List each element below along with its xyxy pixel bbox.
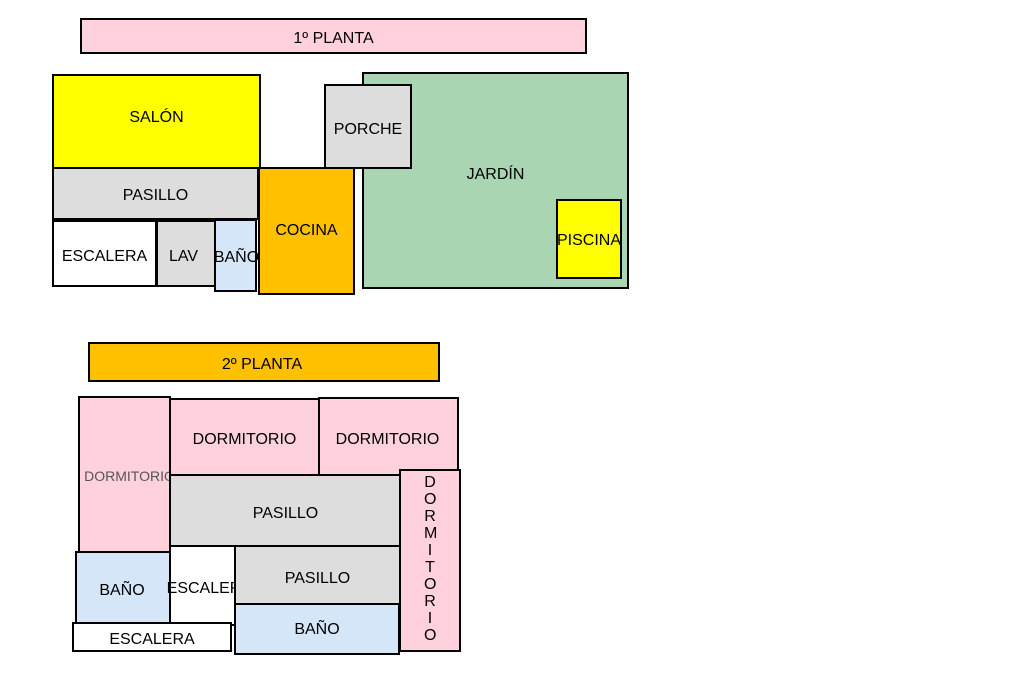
room-bano-bottom: BAÑO bbox=[234, 603, 400, 655]
room-escalera-bottom-label: ESCALERA bbox=[109, 630, 195, 648]
room-salon: SALÓN bbox=[52, 74, 261, 169]
room-dormitorio-vertical-label: DORMITORIO bbox=[424, 474, 438, 644]
room-dormitorio-left: DORMITORIO bbox=[78, 396, 175, 554]
room-lav: LAV bbox=[156, 220, 217, 287]
floor2-banner-label: 2º PLANTA bbox=[221, 356, 303, 373]
room-piscina: PISCINA bbox=[556, 199, 622, 279]
room-escalera-floor1-label: ESCALERA bbox=[61, 248, 148, 265]
room-pasillo-lower-label: PASILLO bbox=[284, 569, 351, 587]
room-piscina-label: PISCINA bbox=[557, 232, 622, 249]
floor1-banner: 1º PLANTA bbox=[80, 18, 587, 54]
room-dormitorio-top-right: DORMITORIO bbox=[318, 397, 459, 476]
room-jardin-label: JARDÍN bbox=[466, 166, 525, 183]
room-dormitorio-top-mid-label: DORMITORIO bbox=[192, 430, 297, 448]
room-cocina-label: COCINA bbox=[275, 222, 338, 239]
room-pasillo-lower: PASILLO bbox=[234, 545, 401, 607]
room-bano-bottom-label: BAÑO bbox=[294, 621, 340, 638]
room-dormitorio-vertical: DORMITORIO bbox=[399, 469, 461, 652]
room-dormitorio-left-label: DORMITORIO bbox=[84, 468, 175, 484]
room-pasillo: PASILLO bbox=[52, 167, 259, 220]
room-porche: PORCHE bbox=[324, 84, 412, 169]
room-escalera-floor1: ESCALERA bbox=[52, 220, 157, 287]
floor2-banner: 2º PLANTA bbox=[88, 342, 440, 382]
floor1-banner-label: 1º PLANTA bbox=[293, 30, 374, 47]
room-dormitorio-top-mid: DORMITORIO bbox=[169, 398, 320, 476]
room-bano-floor1-label: BAÑO bbox=[213, 248, 260, 266]
room-bano-left: BAÑO bbox=[75, 551, 171, 626]
room-lav-label: LAV bbox=[168, 248, 199, 265]
room-escalera-mid-label: ESCALER bbox=[166, 579, 242, 597]
room-dormitorio-top-right-label: DORMITORIO bbox=[335, 431, 440, 448]
room-escalera-bottom: ESCALERA bbox=[72, 622, 232, 652]
room-salon-label: SALÓN bbox=[129, 108, 184, 126]
room-pasillo-main: PASILLO bbox=[169, 474, 402, 548]
room-pasillo-main-label: PASILLO bbox=[252, 505, 319, 522]
room-escalera-mid: ESCALER bbox=[167, 545, 241, 626]
room-porche-label: PORCHE bbox=[333, 120, 403, 138]
room-bano-left-label: BAÑO bbox=[99, 581, 145, 599]
room-cocina: COCINA bbox=[258, 167, 355, 295]
room-pasillo-label: PASILLO bbox=[122, 186, 189, 204]
room-bano-floor1: BAÑO bbox=[213, 219, 260, 292]
